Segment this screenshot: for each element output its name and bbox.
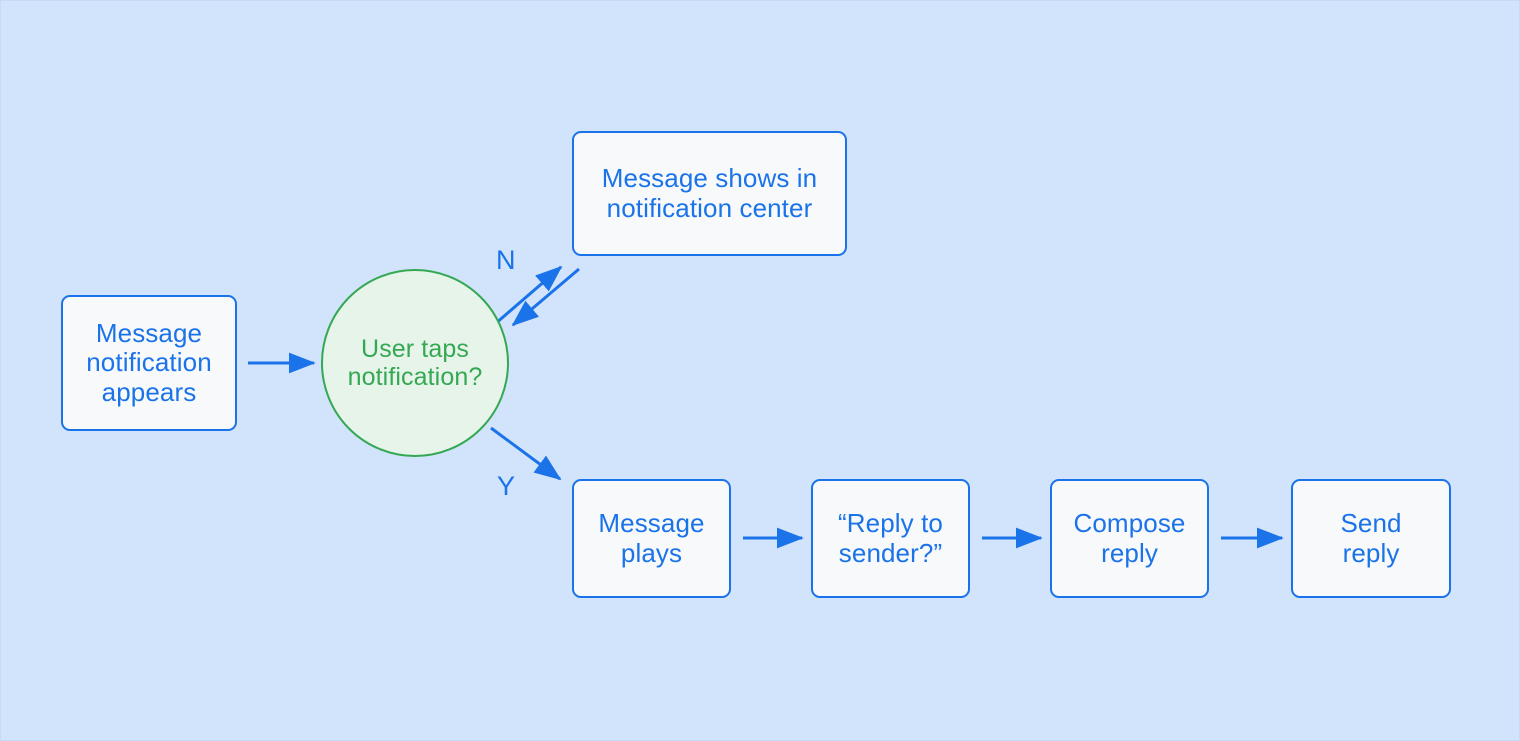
node-label-user-taps-notification: User taps notification? [347, 334, 483, 392]
node-label-message-plays: Message plays [598, 508, 705, 568]
node-user-taps-notification[interactable]: User taps notification? [321, 269, 509, 457]
node-label-send-reply: Send reply [1340, 508, 1402, 568]
node-message-shows-in-notification-center[interactable]: Message shows in notification center [572, 131, 847, 256]
edge-label-branch-yes: Y [497, 471, 516, 501]
node-send-reply[interactable]: Send reply [1291, 479, 1451, 598]
node-label-message-shows-in-notification-center: Message shows in notification center [601, 163, 818, 223]
node-label-reply-to-sender: “Reply to sender?” [838, 508, 943, 568]
edge-label-branch-no: N [496, 245, 516, 275]
node-reply-to-sender[interactable]: “Reply to sender?” [811, 479, 970, 598]
edge-decision-to-notification-center [494, 265, 563, 326]
node-label-compose-reply: Compose reply [1073, 508, 1186, 568]
node-message-plays[interactable]: Message plays [572, 479, 731, 598]
node-message-notification-appears[interactable]: Message notification appears [61, 295, 237, 431]
edge-notification-center-to-decision [511, 267, 580, 327]
node-compose-reply[interactable]: Compose reply [1050, 479, 1209, 598]
node-label-message-notification-appears: Message notification appears [86, 318, 212, 407]
